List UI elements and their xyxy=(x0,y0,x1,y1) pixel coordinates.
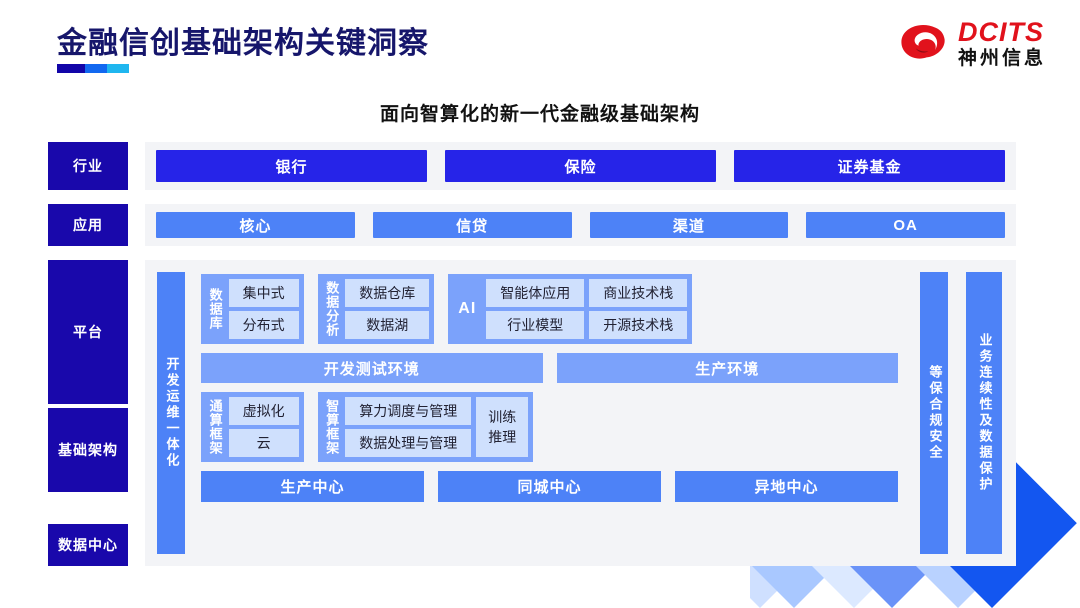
platform-infrastructure-band: 开发运维一体化 等保合规安全 业务连续性及数据保护 数据库 集中式 分布式 数据… xyxy=(145,260,1016,566)
swirl-logo-icon xyxy=(901,25,945,59)
company-logo: DCITS 神州信息 xyxy=(896,16,1046,70)
diagram-subtitle: 面向智算化的新一代金融级基础架构 xyxy=(379,104,700,125)
cell-virtualization[interactable]: 虚拟化 xyxy=(228,397,299,425)
side-column-business-continuity: 业务连续性及数据保护 xyxy=(966,272,1002,554)
platform-capability-row: 数据库 集中式 分布式 数据分析 数据仓库 数据湖 AI xyxy=(201,274,898,344)
dc-chip-metro[interactable]: 同城中心 xyxy=(438,471,661,502)
cell-opensource-stack[interactable]: 开源技术栈 xyxy=(589,311,688,339)
app-chip-channel[interactable]: 渠道 xyxy=(589,212,789,238)
datacenter-row: 生产中心 同城中心 异地中心 xyxy=(201,471,898,502)
app-chip-credit[interactable]: 信贷 xyxy=(372,212,572,238)
cell-distributed[interactable]: 分布式 xyxy=(228,311,299,339)
cell-compute-scheduling[interactable]: 算力调度与管理 xyxy=(345,397,472,425)
group-caption-data-analytics: 数据分析 xyxy=(324,281,340,337)
side-column-devops: 开发运维一体化 xyxy=(157,272,185,554)
side-column-security: 等保合规安全 xyxy=(920,272,948,554)
tier-label-infrastructure: 基础架构 xyxy=(48,408,128,492)
industry-chip-securities[interactable]: 证券基金 xyxy=(734,150,1005,182)
group-caption-ai: AI xyxy=(458,299,477,317)
dc-chip-production[interactable]: 生产中心 xyxy=(201,471,424,502)
logo-text-en: DCITS xyxy=(957,16,1044,47)
group-data-analytics: 数据分析 数据仓库 数据湖 xyxy=(317,274,435,344)
app-chip-oa[interactable]: OA xyxy=(806,212,1005,238)
inference-label: 推理 xyxy=(488,429,517,445)
platform-inner-stack: 数据库 集中式 分布式 数据分析 数据仓库 数据湖 AI xyxy=(201,274,898,554)
group-caption-general-compute: 通算框架 xyxy=(207,399,223,455)
app-chip-core[interactable]: 核心 xyxy=(156,212,355,238)
industry-chip-insurance[interactable]: 保险 xyxy=(445,150,716,182)
group-ai: AI 智能体应用 行业模型 商业技术栈 开源技术栈 xyxy=(448,274,693,344)
env-chip-dev-test[interactable]: 开发测试环境 xyxy=(201,353,543,383)
cell-industry-model[interactable]: 行业模型 xyxy=(486,311,585,339)
tier-label-application: 应用 xyxy=(48,204,128,246)
industry-band: 银行 保险 证券基金 xyxy=(145,142,1016,190)
cell-data-lake[interactable]: 数据湖 xyxy=(345,311,430,339)
compute-framework-row: 通算框架 虚拟化 云 智算框架 算力调度与管理 数据处理与管理 训练 推理 xyxy=(201,392,898,462)
page-header: 金融信创基础架构关键洞察 DCITS 神州信息 xyxy=(0,0,1080,88)
environment-row: 开发测试环境 生产环境 xyxy=(201,353,898,383)
tier-label-datacenter: 数据中心 xyxy=(48,524,128,566)
cell-training-inference[interactable]: 训练 推理 xyxy=(476,397,529,457)
dc-chip-remote[interactable]: 异地中心 xyxy=(675,471,898,502)
group-intelligent-compute: 智算框架 算力调度与管理 数据处理与管理 训练 推理 xyxy=(317,392,534,462)
group-caption-intelligent-compute: 智算框架 xyxy=(324,399,340,455)
cell-data-warehouse[interactable]: 数据仓库 xyxy=(345,279,430,307)
group-caption-database: 数据库 xyxy=(207,288,223,330)
page-title: 金融信创基础架构关键洞察 xyxy=(57,27,429,60)
group-database: 数据库 集中式 分布式 xyxy=(201,274,304,344)
env-chip-production[interactable]: 生产环境 xyxy=(556,353,898,383)
application-band: 核心 信贷 渠道 OA xyxy=(145,204,1016,246)
cell-commercial-stack[interactable]: 商业技术栈 xyxy=(589,279,688,307)
cell-cloud[interactable]: 云 xyxy=(228,429,299,457)
architecture-diagram: 行业 应用 平台 基础架构 数据中心 银行 保险 证券基金 核心 信贷 渠道 O… xyxy=(48,142,1016,566)
group-general-compute: 通算框架 虚拟化 云 xyxy=(201,392,304,462)
tier-label-platform: 平台 xyxy=(48,260,128,404)
logo-text-cn: 神州信息 xyxy=(957,47,1046,69)
title-accent-rule xyxy=(57,64,129,73)
industry-chip-bank[interactable]: 银行 xyxy=(156,150,427,182)
cell-data-processing[interactable]: 数据处理与管理 xyxy=(345,429,472,457)
cell-centralized[interactable]: 集中式 xyxy=(228,279,299,307)
cell-agent-application[interactable]: 智能体应用 xyxy=(486,279,585,307)
tier-label-industry: 行业 xyxy=(48,142,128,190)
training-label: 训练 xyxy=(488,408,517,425)
